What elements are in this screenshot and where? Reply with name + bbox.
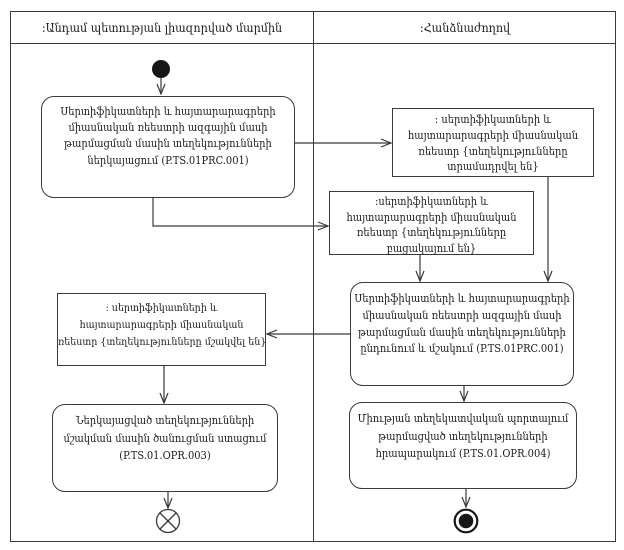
- object-line: հայտարարագրերի միասնական: [79, 319, 244, 331]
- action-line: միասնական ռեեստրի ազգային մասի: [362, 308, 562, 322]
- lane-divider: [313, 11, 314, 542]
- action-receive-process: Սերտիֆիկատների և հայտարարագրերի միասնակա…: [350, 282, 574, 386]
- action-line: թարմացված տեղեկությունների: [378, 429, 548, 443]
- action-line: Սերտիֆիկատների և հայտարարագրերի: [60, 105, 276, 118]
- action-line: Սերտիֆիկատների և հայտարարագրերի: [354, 292, 570, 305]
- object-line: ռեեստր {տեղեկությունները: [356, 226, 507, 239]
- action-line: Միության տեղեկատվական պորտալում: [357, 412, 569, 425]
- object-line: ռեեստր {տեղեկությունները մշակվել են}: [58, 336, 267, 348]
- flow-final-node: [157, 510, 180, 533]
- action-publish-info: Միության տեղեկատվական պորտալում թարմացվա…: [349, 402, 577, 489]
- object-registry-missing: :սերտիֆիկատների և հայտարարագրերի միասնակ…: [329, 191, 534, 255]
- object-registry-processed: : սերտիֆիկատների և հայտարարագրերի միասնա…: [57, 293, 266, 366]
- action-receive-notification: Ներկայացված տեղեկությունների մշակման մաս…: [52, 404, 278, 492]
- action-line: թարմացման մասին տեղեկությունների: [64, 137, 272, 151]
- object-line: հայտարարագրերի միասնական: [346, 210, 517, 224]
- action-line: ընդունում և մշակում (P.TS.01PRC.001): [360, 342, 564, 356]
- object-line: ռեեստր {տեղեկությունները: [418, 144, 568, 158]
- initial-node: [152, 60, 170, 78]
- object-registry-provided: : սերտիֆիկատների և հայտարարագրերի միասնա…: [392, 108, 594, 177]
- edge-submit-to-missing: [153, 198, 328, 226]
- action-line: (P.TS.01.OPR.003): [119, 449, 211, 462]
- object-line: տրամադրվել են}: [447, 160, 539, 174]
- lane-header-commission: :Հանձնաժողով: [314, 11, 616, 44]
- activity-final-node: [455, 510, 478, 533]
- action-line: միասնական ռեեստրի ազգային մասի: [68, 121, 268, 135]
- object-line: :սերտիֆիկատների և: [375, 195, 488, 208]
- action-line: հրապարակում (P.TS.01.OPR.004): [375, 447, 551, 460]
- lane-title: :Անդամ պետության լիազորված մարմին: [41, 20, 283, 35]
- object-line: հայտարարագրերի միասնական: [407, 128, 579, 142]
- action-line: ներկայացում (P.TS.01PRC.001): [87, 153, 249, 167]
- lane-title: :Հանձնաժողով: [419, 20, 511, 35]
- action-line: թարմացման մասին տեղեկությունների: [358, 325, 566, 339]
- action-line: մշակման մասին ծանուցման ստացում: [63, 431, 267, 445]
- object-line: : սերտիֆիկատների և: [105, 302, 218, 314]
- object-line: : սերտիֆիկատների և: [434, 113, 552, 126]
- object-line: բացակայում են}: [386, 241, 477, 255]
- lane-header-member-state: :Անդամ պետության լիազորված մարմին: [10, 11, 314, 44]
- action-submit-info: Սերտիֆիկատների և հայտարարագրերի միասնակա…: [41, 96, 295, 198]
- action-line: Ներկայացված տեղեկությունների: [75, 414, 255, 427]
